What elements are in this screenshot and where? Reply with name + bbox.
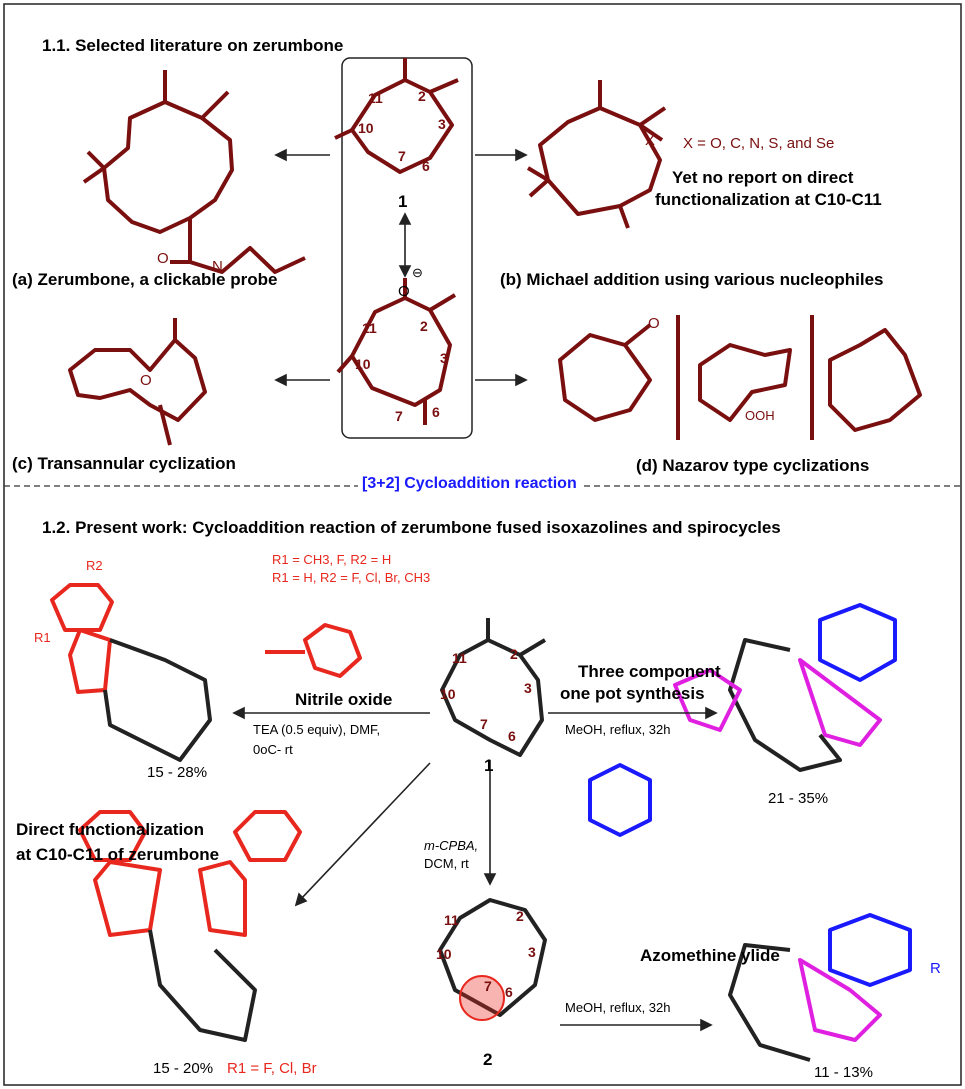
caption-b: (b) Michael addition using various nucle… (500, 270, 884, 289)
probe-gem1 (86, 150, 106, 170)
enol-num-6: 6 (432, 404, 440, 420)
num-10: 10 (358, 120, 374, 136)
transannular-o: O (140, 372, 152, 389)
section1-structures (68, 58, 922, 446)
ep-num-7: 7 (484, 978, 492, 994)
three-comp-2: one pot synthesis (560, 684, 705, 703)
enol-num-2: 2 (420, 318, 428, 334)
r1-label-left: R1 (34, 630, 51, 645)
cond-bottom: MeOH, reflux, 32h (565, 1000, 671, 1015)
section2-structures (50, 583, 912, 1062)
enolate-minus: ⊖ (412, 265, 423, 280)
num-2: 2 (418, 88, 426, 104)
yield-left: 15 - 28% (147, 764, 208, 781)
s2-num-3: 3 (524, 680, 532, 696)
michael-gem1 (526, 166, 550, 182)
ep-num-10: 10 (436, 946, 452, 962)
zerumbone-1-ring (350, 78, 454, 174)
enol-num-3: 3 (440, 350, 448, 366)
r-line2: R1 = H, R2 = F, Cl, Br, CH3 (272, 570, 431, 585)
direct-line1: Direct functionalization (16, 820, 204, 839)
ep-num-2: 2 (516, 908, 524, 924)
section1-title: 1.1. Selected literature on zerumbone (42, 36, 344, 55)
compound-1-label: 1 (398, 192, 408, 211)
ep-num-11: 11 (444, 912, 459, 928)
three-comp-1: Three component (578, 662, 721, 681)
enolate-me (428, 293, 457, 312)
enolate-ring (350, 296, 452, 407)
r-line1: R1 = CH3, F, R2 = H (272, 552, 392, 567)
direct-line2: at C10-C11 of zerumbone (16, 845, 220, 864)
s2-num-10: 10 (440, 686, 456, 702)
no-report-line2: functionalization at C10-C11 (655, 190, 882, 209)
compound-2-label: 2 (483, 1050, 493, 1069)
num-7: 7 (398, 148, 406, 164)
zerumbone-1-me (429, 78, 459, 94)
caption-c: (c) Transannular cyclization (12, 454, 236, 473)
yield-bottom-left: 15 - 20% (153, 1060, 214, 1077)
michael-me (638, 106, 667, 127)
enolate-o-label: O (398, 283, 410, 300)
probe-o-label: O (157, 250, 169, 267)
outer-frame (3, 3, 962, 1086)
section2-arrows (232, 706, 718, 1032)
nitrile-oxide-label: Nitrile oxide (295, 690, 393, 709)
num-6: 6 (422, 158, 430, 174)
nazarov-1-co (623, 323, 652, 347)
no-report-line1: Yet no report on direct (672, 168, 854, 187)
x-note: X = O, C, N, S, and Se (683, 135, 835, 152)
ep-num-3: 3 (528, 944, 536, 960)
enol-num-10: 10 (355, 356, 371, 372)
azomethine-label: Azomethine ylide (640, 946, 780, 965)
section1-arrows (274, 148, 528, 387)
cond-left-1: TEA (0.5 equiv), DMF, (253, 722, 381, 737)
michael-x (638, 123, 664, 142)
michael-me2 (618, 205, 630, 229)
r2-label-left: R2 (86, 558, 103, 573)
caption-d: (d) Nazarov type cyclizations (636, 456, 870, 475)
r1-halogens: R1 = F, Cl, Br (227, 1060, 317, 1077)
cond-left-2: 0oC- rt (253, 742, 293, 757)
nazarov-1 (558, 333, 652, 422)
mcpba-line1: m-CPBA, (424, 838, 479, 853)
probe-amide (188, 218, 306, 274)
transannular-ring (68, 338, 207, 422)
michael-x-label: X (645, 132, 656, 149)
s2-num-7: 7 (480, 716, 488, 732)
michael-gem2 (528, 178, 550, 198)
probe-me1 (200, 90, 230, 120)
transannular-me-bot (158, 404, 172, 446)
mcpba-line2: DCM, rt (424, 856, 469, 871)
nazarov-3 (828, 328, 922, 432)
ep-num-6: 6 (505, 984, 513, 1000)
nazarov-2 (698, 343, 792, 422)
yield-bottom-right: 11 - 13% (814, 1064, 873, 1081)
section2-title: 1.2. Present work: Cycloaddition reactio… (42, 518, 781, 537)
probe-gem2 (82, 166, 106, 184)
zerumbone-1-gem (334, 128, 353, 140)
s2-num-6: 6 (508, 728, 516, 744)
cond-right: MeOH, reflux, 32h (565, 722, 671, 737)
r-label-right: R (930, 960, 941, 977)
probe-ring (102, 100, 234, 234)
yield-right: 21 - 35% (768, 790, 829, 807)
s2-compound-1: 1 (484, 756, 494, 775)
caption-a: (a) Zerumbone, a clickable probe (12, 270, 278, 289)
divider-label: [3+2] Cycloaddition reaction (358, 475, 581, 493)
nazarov-ooh: OOH (745, 408, 775, 423)
s2-num-2: 2 (510, 646, 518, 662)
nazarov-o1: O (648, 315, 660, 332)
num-3: 3 (438, 116, 446, 132)
enol-num-7: 7 (395, 408, 403, 424)
enol-num-11: 11 (362, 320, 377, 336)
num-11: 11 (368, 90, 383, 106)
michael-ring (538, 106, 662, 216)
enolate-gem (336, 354, 354, 374)
probe-n-label: N (212, 258, 223, 275)
s2-num-11: 11 (452, 650, 467, 666)
